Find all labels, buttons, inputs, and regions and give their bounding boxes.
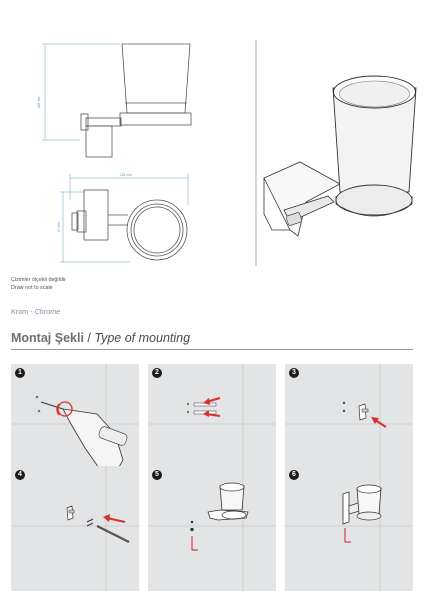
step-4-number: 4 xyxy=(15,470,25,480)
mounting-title-separator: / xyxy=(87,331,91,345)
step-2-number: 2 xyxy=(152,368,162,378)
step-5-panel: 5 xyxy=(148,466,276,591)
width-dimension-label: 128 mm xyxy=(120,173,132,177)
step-6-panel: 6 xyxy=(285,466,413,591)
depth-dimension-label: 97 mm xyxy=(57,222,61,232)
height-dimension xyxy=(42,43,120,141)
step-5-number: 5 xyxy=(152,470,162,480)
step-5-illustration xyxy=(148,466,276,591)
finish-separator: - xyxy=(30,307,33,316)
height-dimension-label: 118 mm xyxy=(37,96,41,108)
step-6-illustration xyxy=(285,466,413,591)
step-4-panel: 4 xyxy=(11,466,139,591)
mounting-title-en: Type of mounting xyxy=(94,331,191,345)
step-2-illustration xyxy=(148,364,276,489)
top-view xyxy=(71,189,188,261)
finish-en: Chrome xyxy=(34,307,61,316)
finish-tr: Krom xyxy=(11,307,29,316)
mounting-section-title: Montaj Şekli / Type of mounting xyxy=(11,331,190,345)
top-view-dimension xyxy=(60,174,189,263)
step-3-number: 3 xyxy=(289,368,299,378)
finish-label: Krom - Chrome xyxy=(11,307,60,316)
scale-note-tr: Çizimler ölçekli değildir xyxy=(11,277,66,283)
step-6-number: 6 xyxy=(289,470,299,480)
step-1-number: 1 xyxy=(15,368,25,378)
step-4-illustration xyxy=(11,466,139,591)
mounting-title-tr: Montaj Şekli xyxy=(11,331,84,345)
front-elevation-view xyxy=(80,43,192,158)
section-divider xyxy=(11,349,413,350)
scale-note-en: Draw not to scale xyxy=(11,285,53,291)
step-3-illustration xyxy=(285,364,413,489)
technical-drawing: 118 mm 128 mm 97 mm xyxy=(37,40,417,266)
product-isometric-view xyxy=(263,75,417,237)
